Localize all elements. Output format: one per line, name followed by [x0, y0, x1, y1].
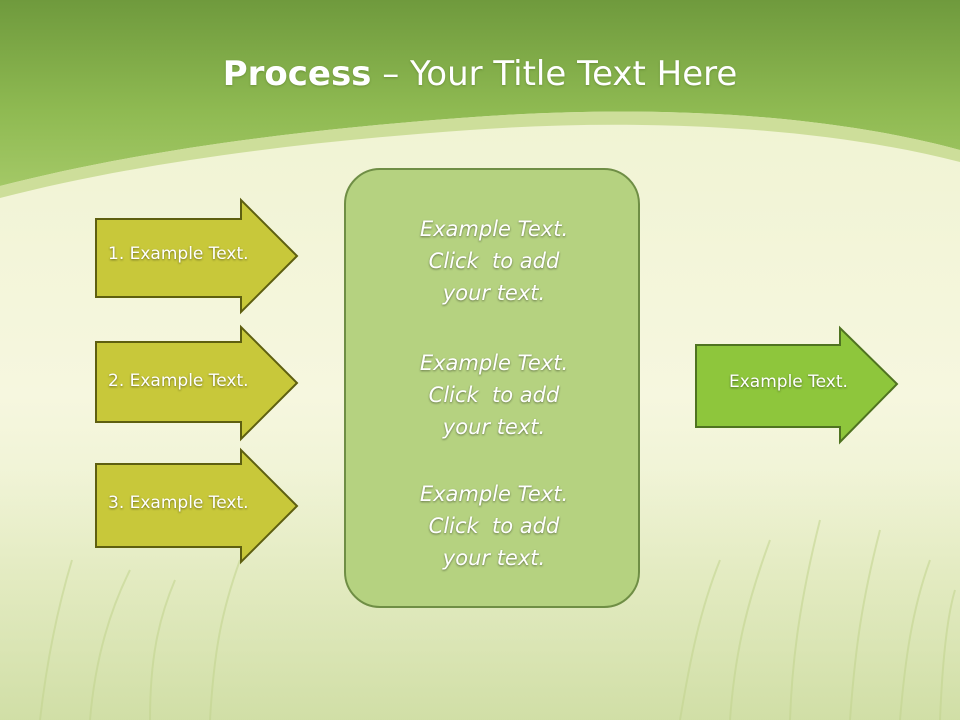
header-band — [0, 0, 960, 186]
process-text-line: Example Text. — [419, 351, 569, 375]
process-text-line: your text. — [442, 415, 546, 439]
input-arrow-label: 2. Example Text. — [108, 371, 249, 391]
input-arrow-label: 1. Example Text. — [108, 244, 249, 264]
process-text-line: Click to add — [428, 383, 560, 407]
process-text-block-3: Example Text. Click to add your text. — [346, 478, 642, 574]
input-arrow-3[interactable]: 3. Example Text. — [95, 447, 299, 565]
output-arrow[interactable]: Example Text. — [695, 325, 899, 445]
title-rest: – Your Title Text Here — [371, 54, 738, 94]
slide-title: Process – Your Title Text Here — [0, 52, 960, 96]
process-box[interactable]: Example Text. Click to add your text. Ex… — [344, 168, 640, 608]
arrow-shape — [95, 197, 299, 315]
input-arrow-1[interactable]: 1. Example Text. — [95, 197, 299, 315]
header-swoosh — [0, 111, 960, 198]
process-text-line: your text. — [442, 281, 546, 305]
grass-stalks — [39, 519, 956, 720]
process-text-block-1: Example Text. Click to add your text. — [346, 213, 642, 309]
arrow-shape — [95, 324, 299, 442]
process-text-line: Click to add — [428, 514, 560, 538]
input-arrow-label: 3. Example Text. — [108, 493, 249, 513]
output-arrow-label: Example Text. — [729, 372, 848, 392]
process-text-line: Example Text. — [419, 482, 569, 506]
arrow-shape — [695, 325, 899, 445]
title-bold: Process — [222, 54, 372, 94]
process-text-block-2: Example Text. Click to add your text. — [346, 347, 642, 443]
input-arrow-2[interactable]: 2. Example Text. — [95, 324, 299, 442]
process-text-line: your text. — [442, 546, 546, 570]
process-text-line: Example Text. — [419, 217, 569, 241]
arrow-shape — [95, 447, 299, 565]
process-text-line: Click to add — [428, 249, 560, 273]
